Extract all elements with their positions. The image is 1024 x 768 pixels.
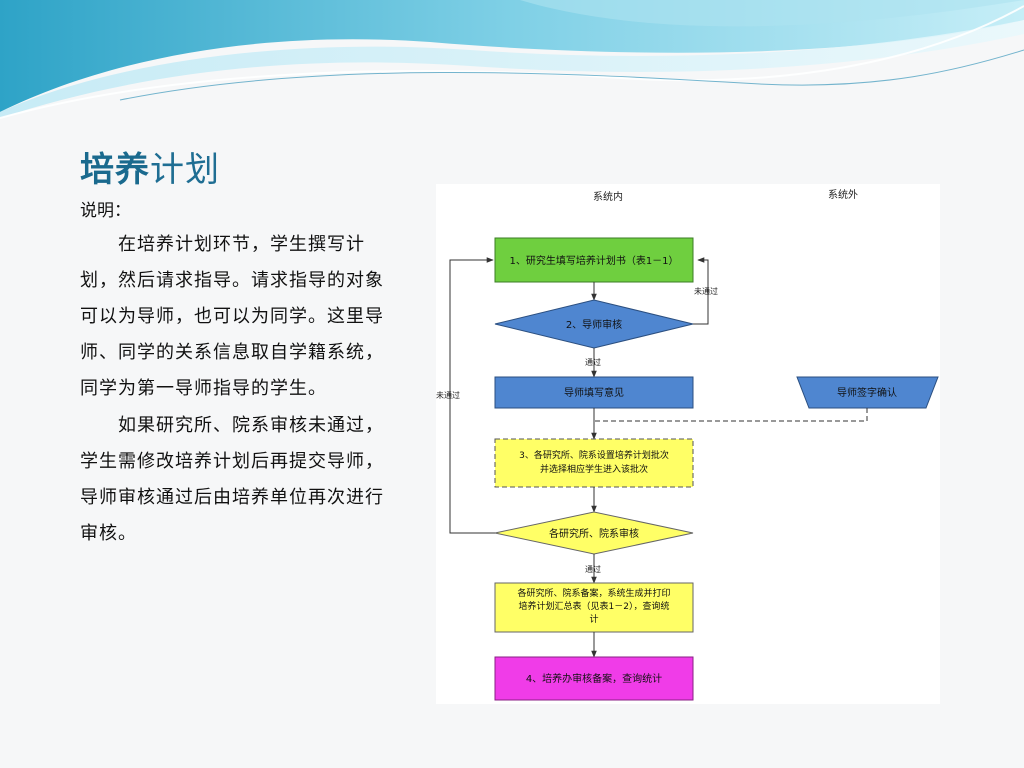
flowchart-panel: 系统内 系统外 1、研究生填写培养计划书（表1－1） 2、导师审核 未通过 通过… [436, 184, 940, 704]
description-paragraph-2: 如果研究所、院系审核未通过，学生需修改培养计划后再提交导师，导师审核通过后由培养… [80, 415, 384, 544]
lane-label-outside: 系统外 [828, 188, 858, 201]
step3-box [494, 438, 694, 488]
loop-not-passed-right [693, 257, 709, 325]
page-title: 培养计划 [80, 142, 220, 191]
archive-box [494, 582, 694, 633]
flowchart-diagram: 系统内 系统外 1、研究生填写培养计划书（表1－1） 2、导师审核 未通过 通过… [436, 188, 939, 701]
step1-label: 1、研究生填写培养计划书（表1－1） [509, 254, 678, 267]
supervisor-sign-label: 导师签字确认 [837, 386, 897, 399]
not-passed-left-label: 未通过 [436, 390, 460, 400]
dept-review-diamond [494, 511, 694, 555]
description-label: 说明： [80, 201, 131, 221]
title-part-bold: 培养 [80, 150, 150, 190]
passed-label-2: 通过 [585, 564, 601, 574]
supervisor-opinion-box [494, 376, 694, 409]
header-wave-decoration [0, 0, 1024, 119]
supervisor-opinion-label: 导师填写意见 [564, 386, 624, 399]
step4-label: 4、培养办审核备案，查询统计 [526, 672, 662, 685]
dashed-sign-connector [594, 408, 868, 422]
loop-not-passed-left [449, 257, 495, 534]
step2-label: 2、导师审核 [566, 318, 622, 331]
step3-label-line1: 3、各研究所、院系设置培养计划批次 [519, 449, 669, 461]
description-paragraph-1: 在培养计划环节，学生撰写计划，然后请求指导。请求指导的对象可以为导师，也可以为同… [80, 234, 384, 399]
archive-label-line1: 各研究所、院系备案，系统生成并打印 [517, 587, 670, 599]
title-part-regular: 计划 [150, 150, 220, 190]
archive-label-line3: 计 [589, 613, 598, 625]
step1-box [494, 237, 694, 283]
step4-box [494, 656, 694, 701]
not-passed-right-label: 未通过 [694, 286, 718, 296]
archive-label-line2: 培养计划汇总表（见表1－2），查询统 [519, 600, 670, 612]
step3-label-line2: 并选择相应学生进入该批次 [540, 463, 648, 475]
dept-review-label: 各研究所、院系审核 [549, 527, 639, 540]
passed-label-1: 通过 [585, 357, 601, 367]
supervisor-sign-shape [796, 376, 939, 409]
lane-label-inside: 系统内 [593, 190, 623, 203]
